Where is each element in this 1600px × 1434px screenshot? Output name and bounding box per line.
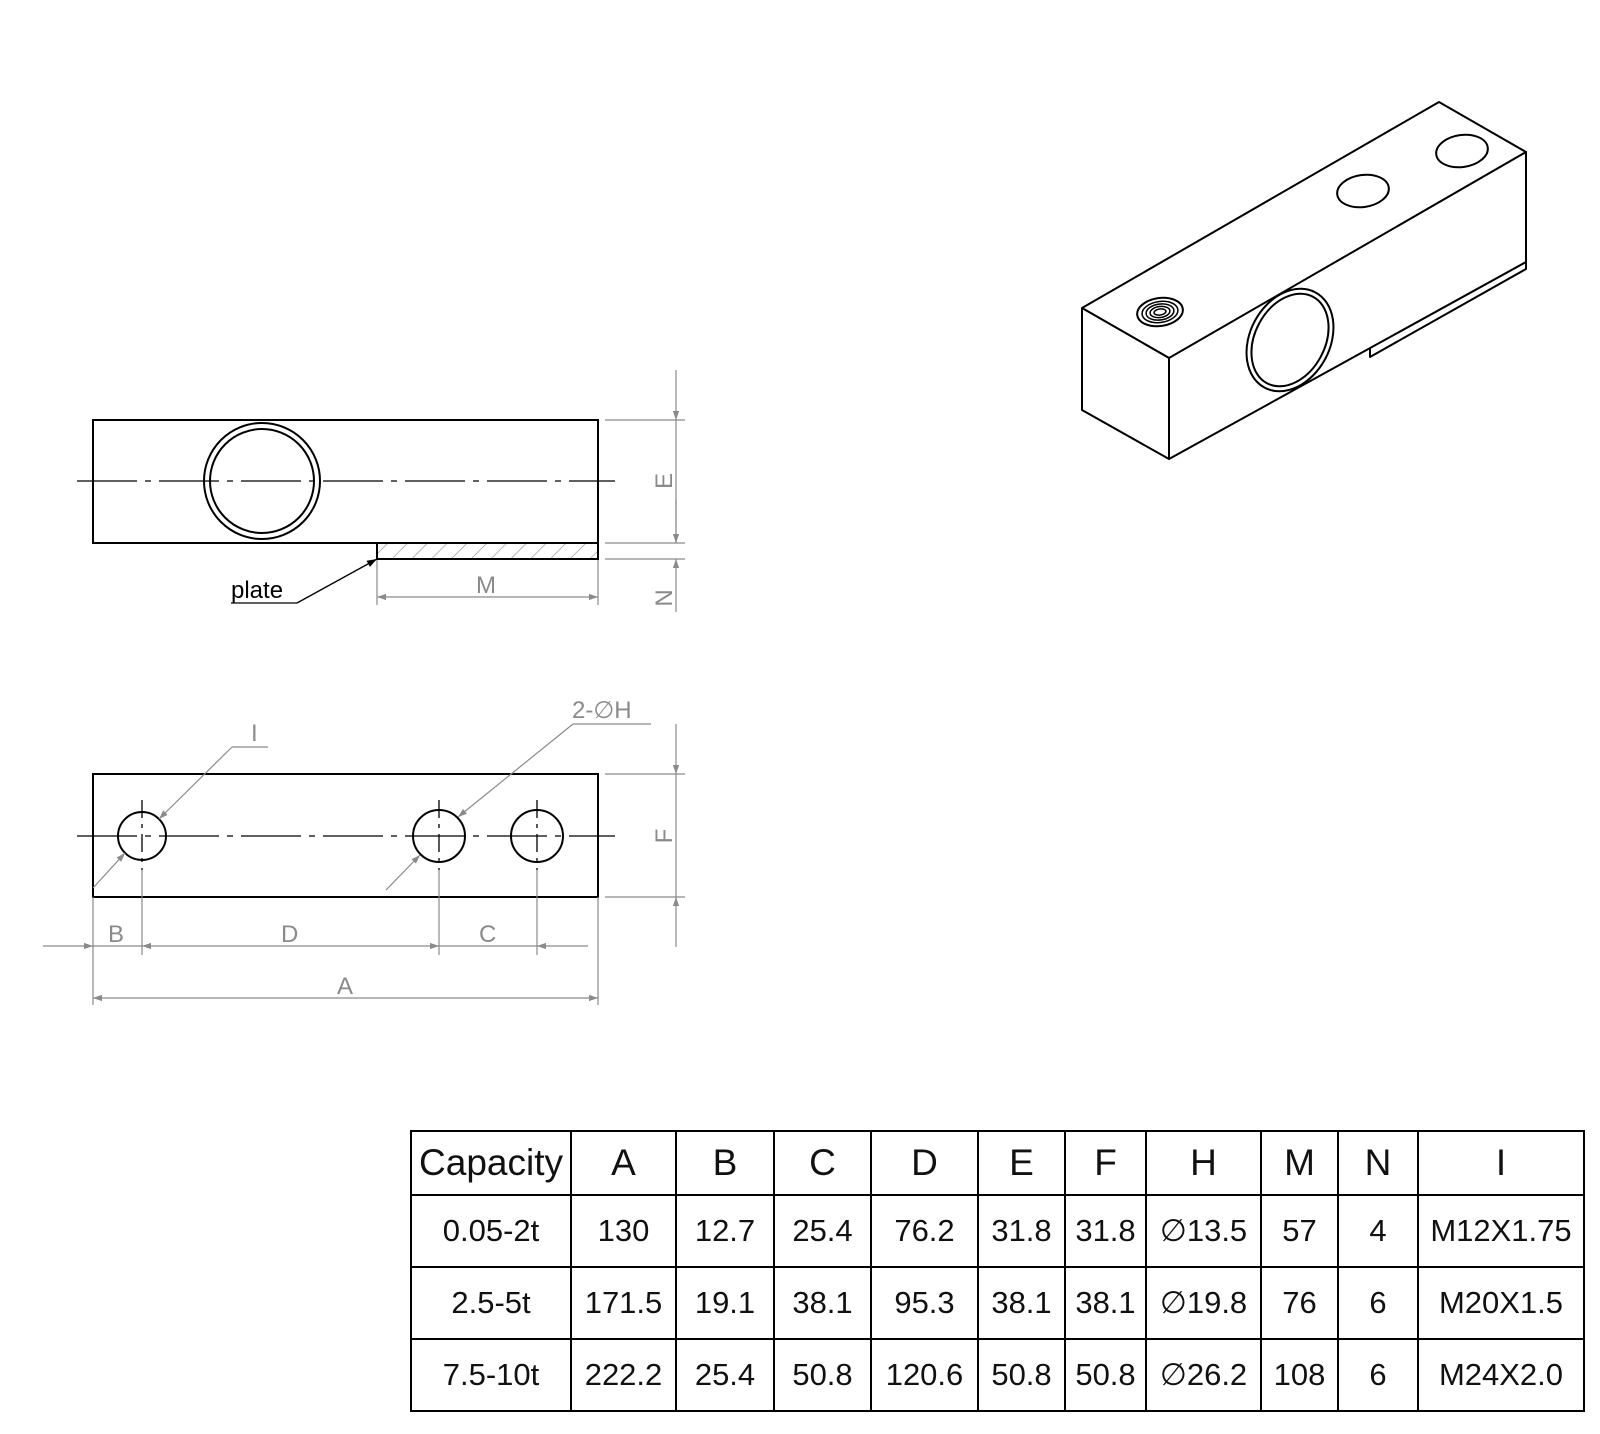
c-dimension-label: C <box>479 921 496 948</box>
cell-n: 6 <box>1337 1338 1419 1412</box>
header-i: I <box>1417 1130 1585 1196</box>
iso-side-bore-inner <box>1250 292 1330 388</box>
cell-a: 171.5 <box>570 1266 677 1340</box>
header-h: H <box>1145 1130 1262 1196</box>
iso-top-hole-2 <box>1435 133 1489 169</box>
header-capacity: Capacity <box>410 1130 572 1196</box>
isometric-view <box>1081 101 1527 460</box>
m-dimension-label: M <box>476 572 496 599</box>
side-view: plate M E N <box>77 370 685 612</box>
iso-threaded-hole-outer <box>1136 296 1184 328</box>
header-d: D <box>870 1130 979 1196</box>
cell-e: 31.8 <box>977 1194 1066 1268</box>
cell-c: 25.4 <box>773 1194 872 1268</box>
cell-m: 108 <box>1260 1338 1339 1412</box>
cell-m: 57 <box>1260 1194 1339 1268</box>
cell-d: 95.3 <box>870 1266 979 1340</box>
iso-threaded-hole-thread-2 <box>1145 303 1175 321</box>
n-dimension-label: N <box>651 589 678 606</box>
cell-b: 19.1 <box>675 1266 775 1340</box>
plate-leader <box>296 558 378 604</box>
d-dimension-label: D <box>281 921 298 948</box>
cell-e: 38.1 <box>977 1266 1066 1340</box>
side-hole-outer <box>203 422 321 540</box>
e-dimension-label: E <box>651 473 678 489</box>
iso-end-face <box>1081 307 1170 460</box>
cell-n: 4 <box>1337 1194 1419 1268</box>
header-f: F <box>1064 1130 1147 1196</box>
plate-label: plate <box>231 577 283 604</box>
header-c: C <box>773 1130 872 1196</box>
f-dimension-label: F <box>651 829 678 844</box>
table-row: 7.5-10t 222.2 25.4 50.8 120.6 50.8 50.8 … <box>410 1338 1585 1412</box>
header-m: M <box>1260 1130 1339 1196</box>
header-a: A <box>570 1130 677 1196</box>
cell-m: 76 <box>1260 1266 1339 1340</box>
iso-threaded-hole-thread-4 <box>1153 308 1167 316</box>
cell-h: ∅13.5 <box>1145 1194 1262 1268</box>
top-view: I 2-∅H F B D C A <box>43 697 685 1005</box>
cell-capacity: 2.5-5t <box>410 1266 572 1340</box>
table-row: 2.5-5t 171.5 19.1 38.1 95.3 38.1 38.1 ∅1… <box>410 1266 1585 1340</box>
cell-d: 120.6 <box>870 1338 979 1412</box>
spec-table: Capacity A B C D E F H M N I 0.05-2t 130… <box>410 1130 1585 1412</box>
cell-c: 38.1 <box>773 1266 872 1340</box>
b-dimension-label: B <box>108 921 124 948</box>
iso-side-bore-outer <box>1245 287 1335 393</box>
cell-c: 50.8 <box>773 1338 872 1412</box>
cell-f: 38.1 <box>1064 1266 1147 1340</box>
iso-top-hole-1 <box>1336 173 1390 209</box>
cell-a: 222.2 <box>570 1338 677 1412</box>
cell-a: 130 <box>570 1194 677 1268</box>
i-leader-tail <box>92 852 126 889</box>
plate <box>376 542 599 560</box>
header-e: E <box>977 1130 1066 1196</box>
cell-h: ∅19.8 <box>1145 1266 1262 1340</box>
cell-capacity: 7.5-10t <box>410 1338 572 1412</box>
h-leader <box>457 723 574 818</box>
cell-i: M24X2.0 <box>1417 1338 1585 1412</box>
i-leader <box>158 746 233 820</box>
i-label: I <box>251 720 258 747</box>
cell-e: 50.8 <box>977 1338 1066 1412</box>
header-b: B <box>675 1130 775 1196</box>
cell-i: M20X1.5 <box>1417 1266 1585 1340</box>
cell-f: 31.8 <box>1064 1194 1147 1268</box>
cell-b: 25.4 <box>675 1338 775 1412</box>
cell-b: 12.7 <box>675 1194 775 1268</box>
a-dimension-label: A <box>337 973 353 1000</box>
iso-threaded-hole-thread-1 <box>1141 300 1179 324</box>
cell-n: 6 <box>1337 1266 1419 1340</box>
h-label: 2-∅H <box>572 697 632 724</box>
h-leader-tail <box>385 854 421 891</box>
cell-d: 76.2 <box>870 1194 979 1268</box>
table-row: 0.05-2t 130 12.7 25.4 76.2 31.8 31.8 ∅13… <box>410 1194 1585 1268</box>
side-hole-inner <box>209 428 315 534</box>
header-n: N <box>1337 1130 1419 1196</box>
cell-h: ∅26.2 <box>1145 1338 1262 1412</box>
table-header-row: Capacity A B C D E F H M N I <box>410 1130 1585 1196</box>
technical-drawing: plate M E N I 2-∅H <box>43 101 1527 1005</box>
cell-i: M12X1.75 <box>1417 1194 1585 1268</box>
iso-threaded-hole-thread-3 <box>1149 305 1171 319</box>
cell-capacity: 0.05-2t <box>410 1194 572 1268</box>
cell-f: 50.8 <box>1064 1338 1147 1412</box>
